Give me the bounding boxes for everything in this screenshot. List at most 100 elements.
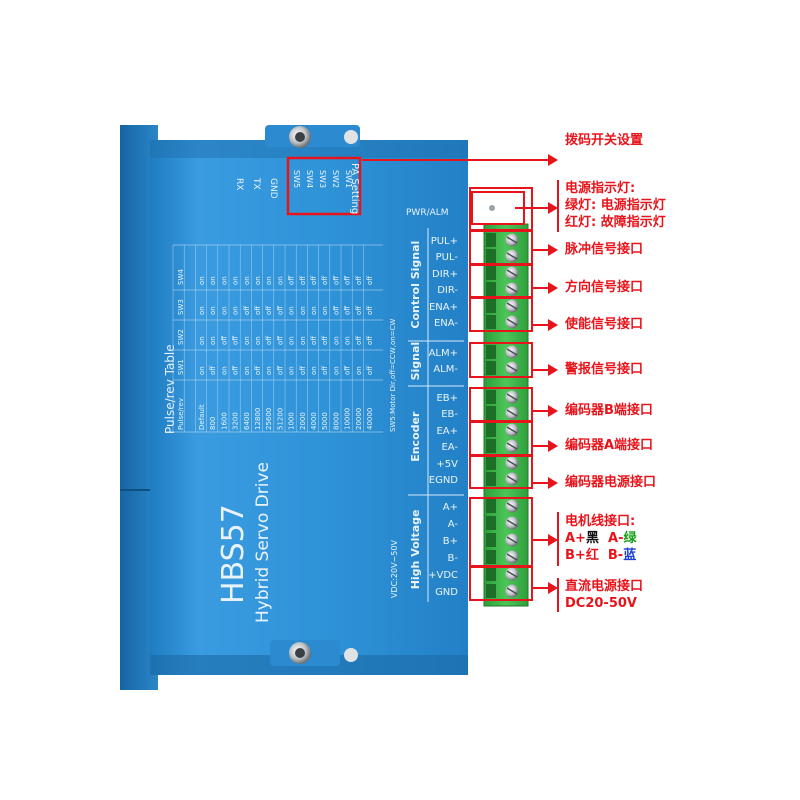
table-cell: on bbox=[243, 336, 251, 345]
table-cell: on bbox=[209, 306, 217, 315]
motor-wire-b: B+红 B-蓝 bbox=[565, 548, 637, 563]
table-cell: Default bbox=[198, 404, 206, 430]
table-cell: 8000 bbox=[332, 412, 340, 430]
wire-hole bbox=[486, 299, 496, 313]
wire-hole bbox=[486, 550, 496, 564]
table-header: Pulse/rev bbox=[177, 398, 185, 430]
group-label: Encoder bbox=[409, 411, 422, 462]
table-cell: 25600 bbox=[265, 408, 273, 430]
table-cell: off bbox=[366, 366, 374, 375]
table-cell: off bbox=[209, 366, 217, 375]
arrow-head-icon bbox=[548, 364, 558, 376]
enable-port-label: 使能信号接口 bbox=[565, 317, 644, 332]
table-cell: on bbox=[232, 306, 240, 315]
arrow-head-icon bbox=[548, 534, 558, 546]
model-name: HBS57 bbox=[216, 504, 251, 604]
table-cell: 3200 bbox=[232, 412, 240, 430]
table-cell: on bbox=[265, 276, 273, 285]
table-cell: on bbox=[220, 366, 228, 375]
dip-switch-window bbox=[286, 156, 362, 216]
serial-label: TX bbox=[251, 177, 261, 190]
dip-switch-number: SW4 bbox=[305, 170, 314, 188]
table-cell: on bbox=[254, 276, 262, 285]
arrow-head-icon bbox=[548, 244, 558, 256]
table-cell: on bbox=[198, 276, 206, 285]
group-label: High Voltage bbox=[409, 510, 422, 590]
table-cell: on bbox=[321, 306, 329, 315]
table-cell: on bbox=[332, 366, 340, 375]
table-cell: on bbox=[276, 276, 284, 285]
arrow-head-icon bbox=[548, 154, 558, 166]
table-cell: 6400 bbox=[243, 412, 251, 430]
table-cell: off bbox=[344, 306, 352, 315]
wire-hole bbox=[486, 584, 496, 598]
power-led-label: 电源指示灯: 绿灯: 电源指示灯 红灯: 故障指示灯 bbox=[565, 180, 666, 231]
voltage-note: VDC:20V~50V bbox=[390, 540, 399, 598]
pin-label: B+ bbox=[443, 536, 458, 547]
table-cell: on bbox=[344, 336, 352, 345]
alarm-port-label: 警报信号接口 bbox=[565, 362, 644, 377]
arrow-head-icon bbox=[548, 582, 558, 594]
model-subtitle: Hybrid Servo Drive bbox=[253, 462, 273, 623]
arrow-head-icon bbox=[548, 202, 558, 214]
pin-label: EA- bbox=[441, 442, 458, 453]
pin-label: ALM- bbox=[433, 364, 458, 375]
pin-label: GND bbox=[435, 587, 458, 598]
power-led-red: 红灯: 故障指示灯 bbox=[565, 215, 666, 230]
arrow-head-icon bbox=[548, 477, 558, 489]
direction-port-label: 方向信号接口 bbox=[565, 280, 644, 295]
table-cell: off bbox=[355, 276, 363, 285]
table-cell: on bbox=[198, 306, 206, 315]
table-cell: on bbox=[198, 336, 206, 345]
table-cell: off bbox=[276, 336, 284, 345]
table-cell: on bbox=[198, 366, 206, 375]
table-header: SW3 bbox=[177, 299, 185, 315]
wire-hole bbox=[486, 406, 496, 420]
pin-label: A- bbox=[448, 519, 459, 530]
table-cell: off bbox=[366, 336, 374, 345]
motor-wire-a: A+黑 A-绿 bbox=[565, 531, 637, 546]
pin-label: EGND bbox=[429, 475, 459, 486]
serial-label: RX bbox=[234, 178, 244, 190]
alarm-box bbox=[469, 342, 533, 378]
enable-box bbox=[469, 297, 533, 332]
table-cell: on bbox=[220, 276, 228, 285]
wire-hole bbox=[486, 249, 496, 263]
table-cell: on bbox=[288, 336, 296, 345]
wire-hole bbox=[486, 456, 496, 470]
table-header: SW2 bbox=[177, 329, 185, 345]
table-cell: off bbox=[344, 276, 352, 285]
table-cell: 10000 bbox=[344, 408, 352, 430]
motor-wire-label: 电机线接口: A+黑 A-绿 B+红 B-蓝 bbox=[565, 513, 637, 564]
group-label: Signal bbox=[409, 342, 422, 381]
table-cell: off bbox=[355, 336, 363, 345]
table-cell: on bbox=[355, 366, 363, 375]
wire-hole bbox=[486, 423, 496, 437]
table-cell: on bbox=[332, 336, 340, 345]
table-cell: on bbox=[310, 366, 318, 375]
table-cell: on bbox=[243, 276, 251, 285]
pin-label: PUL- bbox=[436, 252, 459, 263]
table-cell: off bbox=[254, 366, 262, 375]
table-cell: off bbox=[299, 276, 307, 285]
table-cell: 51200 bbox=[276, 408, 284, 430]
wire-hole bbox=[486, 315, 496, 329]
table-cell: off bbox=[276, 366, 284, 375]
table-cell: on bbox=[232, 276, 240, 285]
table-cell: off bbox=[220, 336, 228, 345]
wire-hole bbox=[486, 345, 496, 359]
table-cell: 40000 bbox=[366, 408, 374, 430]
wire-hole bbox=[486, 390, 496, 404]
power-led-title: 电源指示灯: bbox=[565, 181, 636, 196]
table-cell: off bbox=[355, 306, 363, 315]
pin-label: +VDC bbox=[428, 570, 458, 581]
arrow-head-icon bbox=[548, 282, 558, 294]
pulse-rev-table: Pulse/revSW1SW2SW3SW4Defaultonononon800o… bbox=[172, 244, 384, 433]
table-cell: on bbox=[209, 336, 217, 345]
table-cell: on bbox=[299, 306, 307, 315]
dc-power-range: DC20-50V bbox=[565, 596, 637, 611]
wire-hole bbox=[486, 499, 496, 513]
encoder-a-label: 编码器A端接口 bbox=[565, 438, 654, 453]
pa-setting-label: PA Setting bbox=[349, 163, 360, 214]
table-cell: off bbox=[321, 336, 329, 345]
